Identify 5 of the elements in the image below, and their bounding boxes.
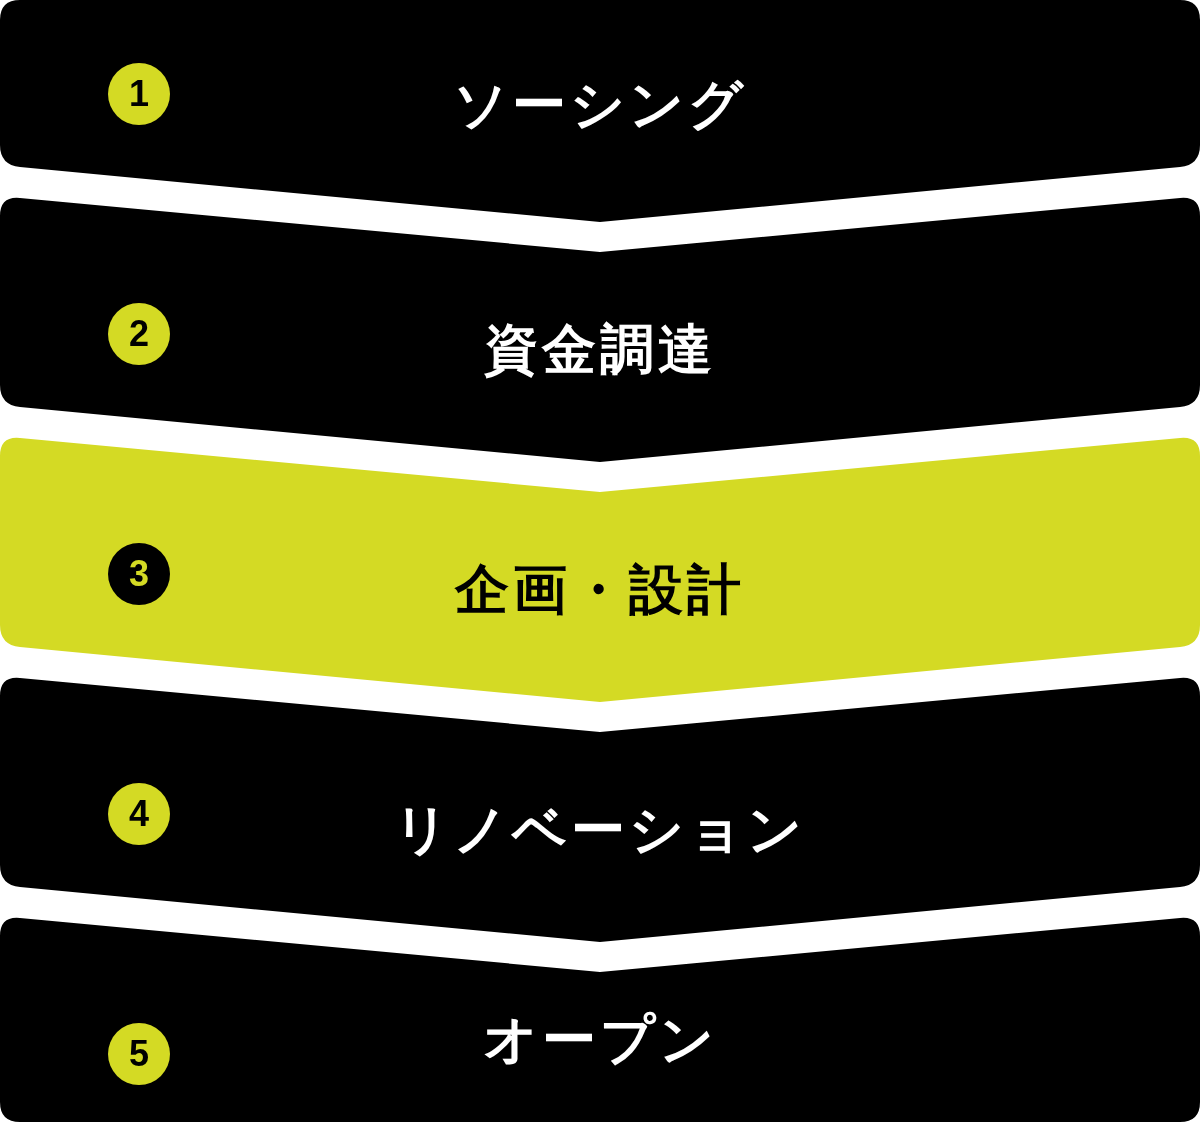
- step-label: ソーシング: [453, 71, 747, 138]
- step-label: 資金調達: [484, 316, 716, 383]
- step-label: 企画・設計: [455, 556, 745, 623]
- step-label: オープン: [482, 1006, 718, 1073]
- step-label: リノベーション: [394, 796, 806, 863]
